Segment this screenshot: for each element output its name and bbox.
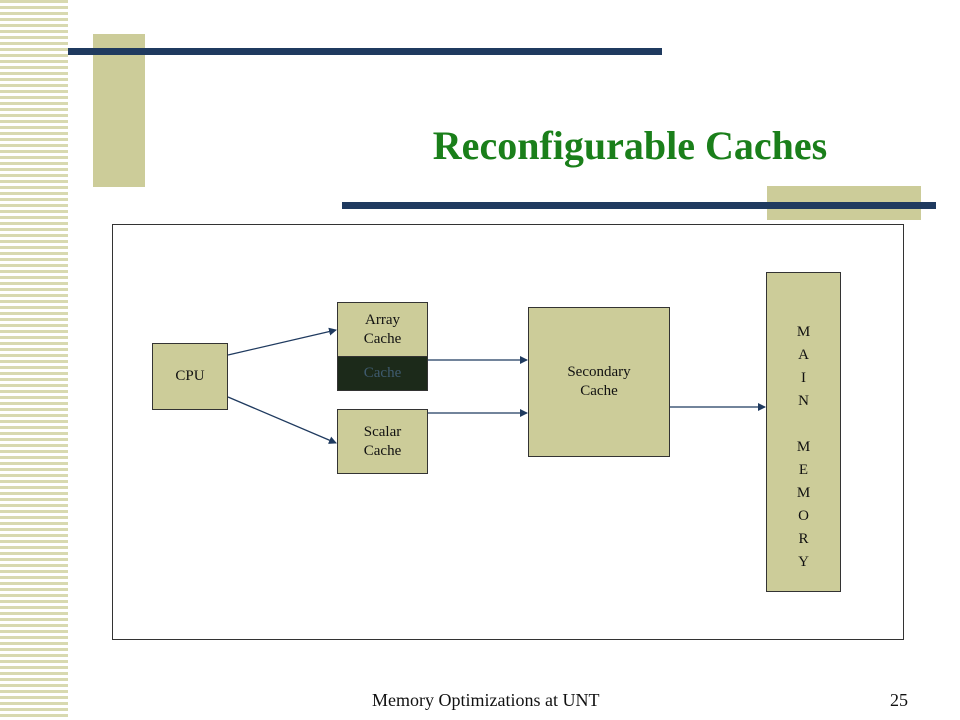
cpu-label: CPU: [175, 368, 205, 385]
diagram-frame: [112, 224, 904, 640]
slide-title: Reconfigurable Caches: [432, 123, 828, 168]
secondary-cache-label: Secondary Cache: [567, 364, 631, 399]
memory-letter: E: [798, 462, 809, 478]
memory-letter: R: [798, 531, 809, 547]
arrow-cpu-to-scalar: [227, 396, 337, 444]
cpu-box: CPU: [152, 343, 228, 410]
cache-overlay-label: Cache: [363, 365, 402, 382]
secondary-cache-box: Secondary Cache: [528, 307, 670, 457]
deco-bar-bottom: [342, 202, 936, 209]
scalar-cache-box: Scalar Cache: [337, 409, 428, 474]
main-memory-label: M A I N M E M O R Y: [767, 321, 840, 574]
memory-letter: A: [798, 347, 809, 363]
cache-overlay-box: Cache: [337, 356, 428, 391]
striped-margin: [0, 0, 68, 720]
main-memory-box: M A I N M E M O R Y: [766, 272, 841, 592]
memory-letter: M: [796, 324, 811, 340]
deco-bar-top: [68, 48, 662, 55]
memory-letter: N: [798, 393, 809, 409]
deco-block-left: [93, 34, 145, 187]
memory-letter: O: [798, 508, 809, 524]
memory-letter: Y: [798, 554, 809, 570]
memory-letter: I: [801, 370, 806, 386]
array-cache-label: Array Cache: [363, 312, 402, 347]
array-cache-box: Array Cache: [337, 302, 428, 358]
scalar-cache-label: Scalar Cache: [363, 423, 402, 459]
memory-letter: M: [796, 485, 811, 501]
page-number: 25: [890, 690, 908, 710]
memory-letter: [767, 413, 840, 436]
arrow-cpu-to-array: [227, 327, 337, 356]
memory-letter: M: [796, 439, 811, 455]
footer-text: Memory Optimizations at UNT: [372, 690, 600, 710]
